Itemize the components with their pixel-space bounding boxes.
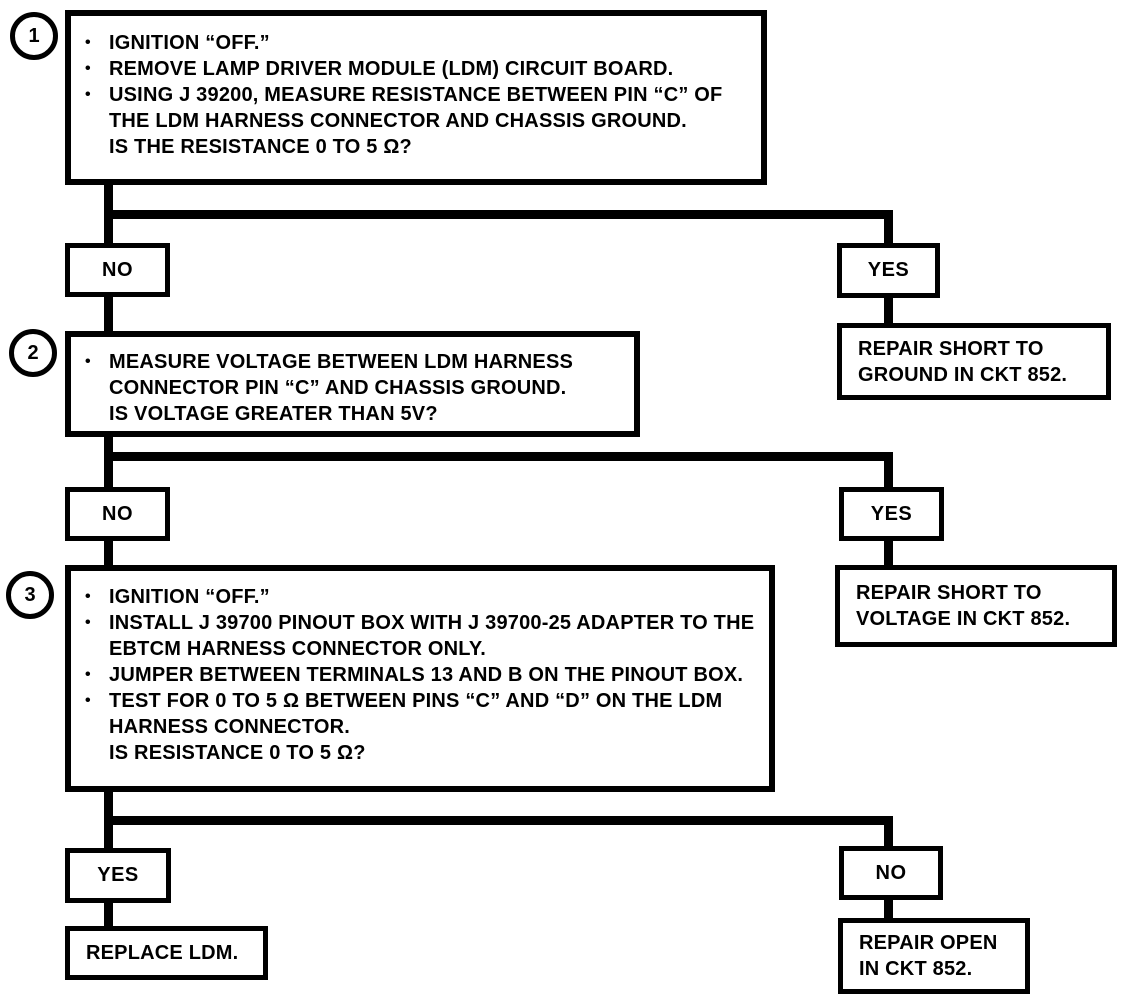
action-replace-ldm: REPLACE LDM.: [65, 926, 268, 980]
connector-line: [104, 296, 113, 333]
bullet-text: USING J 39200, MEASURE RESISTANCE BETWEE…: [109, 84, 723, 132]
branch-label: NO: [875, 861, 907, 884]
bullet-text: IGNITION “OFF.”: [109, 32, 270, 54]
step-1-no-branch: NO: [65, 243, 170, 297]
connector-line: [884, 452, 893, 489]
connector-line: [884, 210, 893, 245]
branch-label: YES: [97, 864, 139, 886]
bullet-icon: •: [85, 666, 91, 683]
bullet-text: MEASURE VOLTAGE BETWEEN LDM HARNESS CONN…: [109, 351, 574, 399]
bullet-icon: •: [85, 588, 91, 605]
step-3-no-branch: NO: [839, 846, 943, 900]
bullet-text: REMOVE LAMP DRIVER MODULE (LDM) CIRCUIT …: [109, 58, 674, 80]
step-2-question-box: • MEASURE VOLTAGE BETWEEN LDM HARNESS CO…: [65, 331, 640, 437]
step-number: 1: [28, 24, 40, 47]
branch-label: NO: [102, 502, 133, 525]
step-1-yes-branch: YES: [837, 243, 940, 298]
action-text: REPLACE LDM.: [86, 942, 239, 964]
bullet-item: • IGNITION “OFF.”: [85, 584, 755, 610]
bullet-icon: •: [85, 353, 91, 370]
action-text: REPAIR OPEN IN CKT 852.: [859, 932, 998, 980]
bullet-icon: •: [85, 86, 91, 103]
action-repair-open: REPAIR OPEN IN CKT 852.: [838, 918, 1030, 994]
bullet-icon: •: [85, 60, 91, 77]
action-text: REPAIR SHORT TO GROUND IN CKT 852.: [858, 337, 1068, 386]
question-text: IS RESISTANCE 0 TO 5 Ω?: [109, 742, 366, 764]
bullet-item: • INSTALL J 39700 PINOUT BOX WITH J 3970…: [85, 610, 755, 662]
connector-line: [884, 816, 893, 850]
branch-label: YES: [870, 502, 913, 525]
connector-line: [104, 435, 113, 489]
step-number: 3: [24, 583, 36, 606]
bullet-icon: •: [85, 614, 91, 631]
branch-label: NO: [102, 258, 133, 281]
branch-label: YES: [867, 259, 910, 281]
step-number: 2: [27, 341, 39, 364]
action-text: REPAIR SHORT TO VOLTAGE IN CKT 852.: [856, 582, 1071, 630]
bullet-text: INSTALL J 39700 PINOUT BOX WITH J 39700-…: [109, 612, 755, 660]
question-text: IS VOLTAGE GREATER THAN 5V?: [109, 403, 438, 425]
action-repair-short-to-voltage: REPAIR SHORT TO VOLTAGE IN CKT 852.: [835, 565, 1117, 647]
bullet-text: IGNITION “OFF.”: [109, 586, 270, 608]
connector-line: [884, 297, 893, 325]
connector-line: [104, 452, 893, 461]
connector-line: [884, 540, 893, 567]
bullet-icon: •: [85, 34, 91, 51]
connector-line: [104, 210, 893, 219]
connector-line: [104, 816, 893, 825]
connector-line: [104, 901, 113, 928]
bullet-icon: •: [85, 692, 91, 709]
bullet-text: TEST FOR 0 TO 5 Ω BETWEEN PINS “C” AND “…: [109, 690, 723, 738]
step-3-yes-branch: YES: [65, 848, 171, 903]
bullet-item: • REMOVE LAMP DRIVER MODULE (LDM) CIRCUI…: [85, 56, 747, 82]
action-repair-short-to-ground: REPAIR SHORT TO GROUND IN CKT 852.: [837, 323, 1111, 400]
step-2-no-branch: NO: [65, 487, 170, 541]
step-2-number-circle: 2: [9, 329, 57, 377]
bullet-item: • MEASURE VOLTAGE BETWEEN LDM HARNESS CO…: [85, 349, 620, 401]
step-2-yes-branch: YES: [839, 487, 944, 541]
bullet-item: • IGNITION “OFF.”: [85, 30, 747, 56]
bullet-item: • JUMPER BETWEEN TERMINALS 13 AND B ON T…: [85, 662, 755, 688]
connector-line: [884, 898, 893, 922]
step-1-number-circle: 1: [10, 12, 58, 60]
step-3-number-circle: 3: [6, 571, 54, 619]
question-text: IS THE RESISTANCE 0 TO 5 Ω?: [109, 136, 412, 158]
step-1-question-box: • IGNITION “OFF.” • REMOVE LAMP DRIVER M…: [65, 10, 767, 185]
bullet-text: JUMPER BETWEEN TERMINALS 13 AND B ON THE…: [109, 664, 744, 686]
step-3-question-box: • IGNITION “OFF.” • INSTALL J 39700 PINO…: [65, 565, 775, 792]
bullet-item: • TEST FOR 0 TO 5 Ω BETWEEN PINS “C” AND…: [85, 688, 755, 740]
bullet-item: • USING J 39200, MEASURE RESISTANCE BETW…: [85, 82, 747, 134]
connector-line: [104, 540, 113, 567]
